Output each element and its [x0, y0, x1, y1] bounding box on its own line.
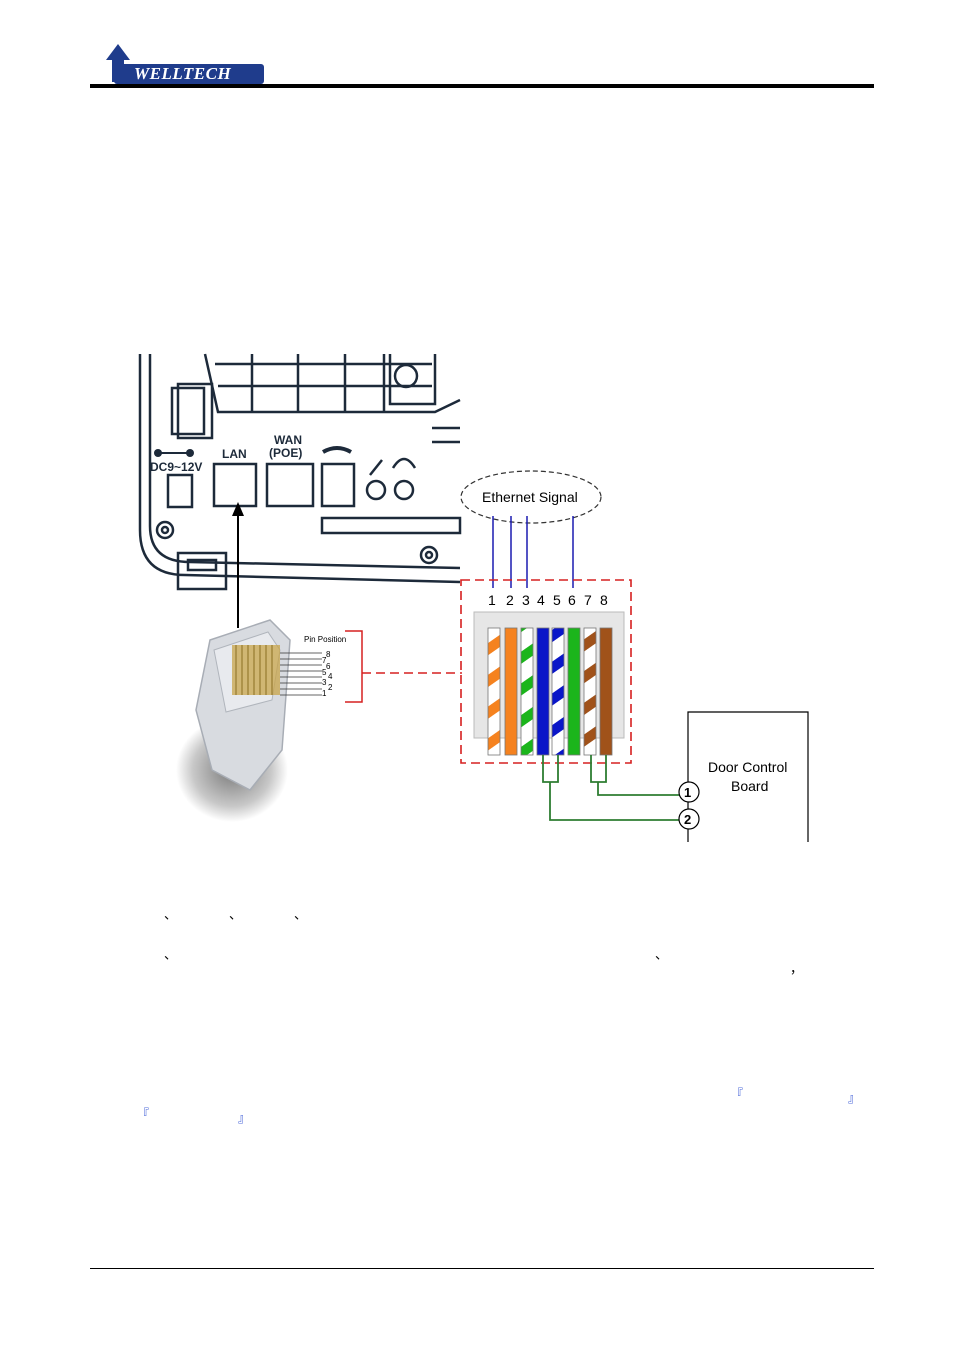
- pin-position-label: Pin Position: [304, 635, 346, 644]
- enum-comma-1: 、: [164, 908, 178, 923]
- wires: [487, 627, 613, 756]
- enum-comma-4: 、: [164, 948, 178, 963]
- enum-comma-5: 、: [655, 948, 669, 963]
- wire-pin-2: 2: [506, 592, 514, 608]
- terminal-2-label: 2: [684, 812, 691, 827]
- door-board-label-line1: Door Control: [708, 759, 787, 775]
- wire-1-white-orange: [487, 627, 501, 756]
- terminal-1-label: 1: [684, 785, 691, 800]
- wire-pin-6: 6: [568, 592, 576, 608]
- rj45-connector: [176, 619, 322, 822]
- fullwidth-comma: ，: [790, 962, 804, 977]
- device-back-panel: [138, 353, 462, 591]
- close-corner-bracket-1: 』: [848, 1091, 861, 1105]
- wire-pin-8: 8: [600, 592, 608, 608]
- wire-8-brown: [599, 627, 613, 756]
- open-corner-bracket-2: 『: [137, 1107, 150, 1121]
- power-label: DC9~12V: [150, 460, 202, 474]
- signal-lines: [492, 516, 574, 588]
- wan-label-line2: (POE): [269, 446, 302, 460]
- connector-pin-1: 1: [322, 689, 327, 698]
- wire-2-orange: [504, 627, 518, 756]
- open-corner-bracket-1: 『: [731, 1087, 744, 1101]
- welltech-logo: [106, 44, 264, 84]
- terminal-2: [678, 808, 700, 830]
- wire-3-white-green: [520, 627, 534, 756]
- wire-6-green: [567, 627, 581, 756]
- connector-pin-6: 6: [326, 662, 331, 671]
- wire-7-white-brown: [583, 627, 597, 756]
- ethernet-signal-ellipse: [460, 470, 602, 524]
- connector-pin-8: 8: [326, 650, 331, 659]
- wire-pin-5: 5: [553, 592, 561, 608]
- wan-label-line1: WAN: [274, 433, 302, 447]
- terminal-1: [678, 781, 700, 803]
- enum-comma-3: 、: [294, 908, 308, 923]
- connector-pin-2: 2: [328, 683, 333, 692]
- wire-5-white-blue: [551, 627, 565, 756]
- connector-pin-5: 5: [322, 668, 327, 677]
- close-corner-bracket-2: 』: [238, 1111, 251, 1125]
- ethernet-signal-label: Ethernet Signal: [482, 489, 578, 505]
- wire-loops: [542, 755, 680, 821]
- enum-comma-2: 、: [229, 908, 243, 923]
- arrow-head: [232, 502, 244, 516]
- pin-box: [460, 579, 632, 764]
- lan-label: LAN: [222, 447, 247, 461]
- footer-rule: [90, 1268, 874, 1269]
- wire-pin-4: 4: [537, 592, 545, 608]
- page-header: WELLTECH: [90, 40, 874, 92]
- logo-text: WELLTECH: [134, 64, 232, 83]
- door-board-label-line2: Board: [731, 778, 768, 794]
- wire-4-blue: [536, 627, 550, 756]
- connector-pin-4: 4: [328, 672, 333, 681]
- power-jack-icon: [154, 449, 194, 457]
- wire-pin-7: 7: [584, 592, 592, 608]
- door-control-board: [687, 711, 809, 842]
- wire-pin-1: 1: [488, 592, 496, 608]
- wiring-figure: DC9~12V LAN WAN (POE) Pin P: [138, 353, 809, 842]
- wire-pin-3: 3: [522, 592, 530, 608]
- pin-bracket: [345, 630, 363, 703]
- connector-pin-7: 7: [322, 656, 327, 665]
- header-rule: [90, 84, 874, 88]
- connector-pin-3: 3: [322, 678, 327, 687]
